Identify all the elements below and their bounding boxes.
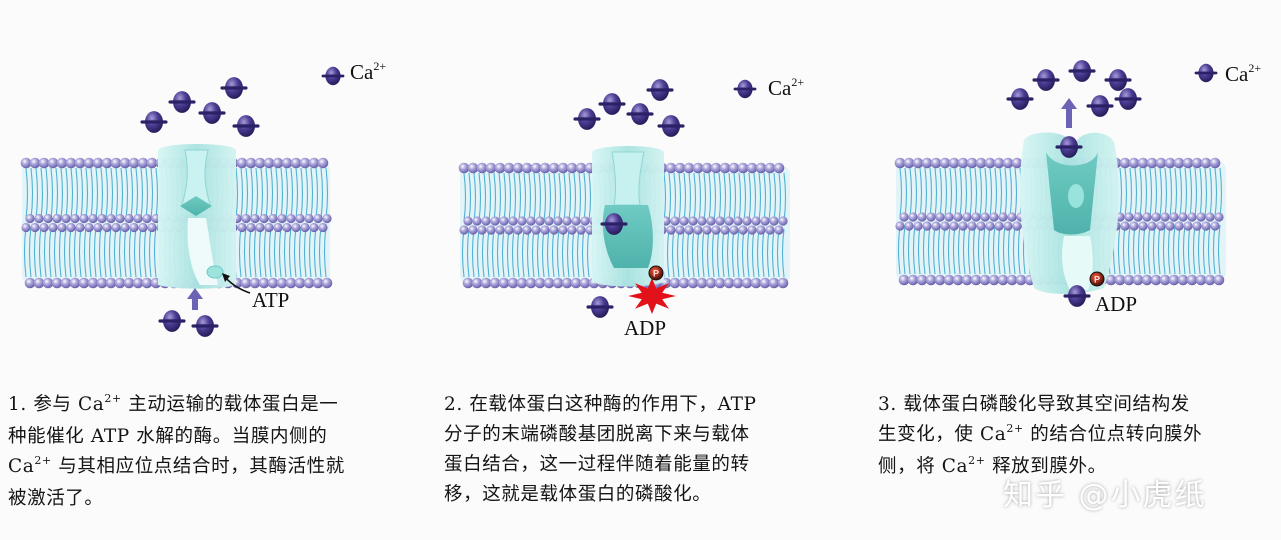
caption-line: 2. 在载体蛋白这种酶的作用下，ATP <box>444 394 757 415</box>
atp-binding-pocket <box>206 265 224 279</box>
phosphate-symbol: P <box>653 269 659 279</box>
calcium-ion-icon <box>1063 285 1091 307</box>
calcium-ion-icon <box>598 93 626 115</box>
caption-step-2: 2. 在载体蛋白这种酶的作用下，ATP 分子的末端磷酸基团脱离下来与载体 蛋白结… <box>444 390 757 510</box>
phosphate-symbol: P <box>1094 275 1100 285</box>
calcium-ion-icon <box>1114 88 1142 110</box>
uptake-arrow-1 <box>187 288 203 310</box>
atp-label: ATP <box>252 288 290 312</box>
proteins-layer <box>158 132 1119 294</box>
binding-site <box>180 196 212 216</box>
legend-ca-label-3: Ca2+ <box>1225 61 1262 86</box>
carrier-protein-2 <box>592 146 664 287</box>
calcium-ion-icon <box>626 103 654 125</box>
calcium-ion-icon <box>1104 69 1132 91</box>
calcium-ion-legend-icon <box>321 66 345 86</box>
calcium-ion-icon <box>600 213 628 235</box>
calcium-ion-icon <box>1032 69 1060 91</box>
release-arrow-3 <box>1061 98 1077 128</box>
watermark: 知乎 @小虎纸 <box>1003 478 1207 513</box>
adp-label-panel3: ADP <box>1095 292 1138 316</box>
calcium-ion-icon <box>1055 136 1083 158</box>
caption-line: 3. 载体蛋白磷酸化导致其空间结构发 <box>878 394 1190 415</box>
caption-line: 被激活了。 <box>8 488 104 509</box>
caption-line: 分子的末端磷酸基团脱离下来与载体 <box>444 424 750 445</box>
calcium-ion-icon <box>1068 60 1096 82</box>
calcium-ion-icon <box>1086 95 1114 117</box>
caption-step-1: 1. 参与 Ca2+ 主动运输的载体蛋白是一 种能催化 ATP 水解的酶。当膜内… <box>8 390 345 514</box>
phosphate-icon-panel2: P <box>648 265 664 281</box>
calcium-ion-legend-icon <box>1194 63 1218 83</box>
calcium-ion-icon <box>646 79 674 101</box>
caption-line: 1. 参与 Ca2+ 主动运输的载体蛋白是一 <box>8 392 339 415</box>
carrier-protein-1 <box>158 144 236 289</box>
calcium-ion-icon <box>220 77 248 99</box>
caption-line: 生变化，使 Ca2+ 的结合位点转向膜外 <box>878 422 1203 445</box>
calcium-ion-icon <box>158 310 186 332</box>
atp-pointer-arrowhead <box>222 273 230 282</box>
calcium-ion-icon <box>232 115 260 137</box>
carrier-protein-3 <box>1019 132 1119 294</box>
caption-line: 种能催化 ATP 水解的酶。当膜内侧的 <box>8 426 328 447</box>
calcium-ion-icon <box>573 108 601 130</box>
calcium-ion-icon <box>140 111 168 133</box>
calcium-ion-icon <box>586 296 614 318</box>
caption-line: 移，这就是载体蛋白的磷酸化。 <box>444 484 712 505</box>
phosphate-icon-panel3: P <box>1089 271 1105 287</box>
legend-ca-label-2: Ca2+ <box>768 75 805 100</box>
ions-layer <box>140 60 1218 337</box>
caption-line: 侧，将 Ca2+ 释放到膜外。 <box>878 454 1107 477</box>
calcium-ion-legend-icon <box>733 79 757 99</box>
caption-line: 蛋白结合，这一过程伴随着能量的转 <box>444 454 750 475</box>
caption-line: Ca2+ 与其相应位点结合时，其酶活性就 <box>8 454 345 477</box>
calcium-ion-icon <box>1006 88 1034 110</box>
labels-layer: PP <box>187 98 1105 314</box>
legend-ca-label-1: Ca2+ <box>350 59 387 84</box>
calcium-ion-icon <box>198 102 226 124</box>
caption-step-3: 3. 载体蛋白磷酸化导致其空间结构发 生变化，使 Ca2+ 的结合位点转向膜外 … <box>878 390 1202 484</box>
calcium-ion-icon <box>657 115 685 137</box>
adp-label-panel2: ADP <box>624 316 667 340</box>
calcium-ion-icon <box>168 91 196 113</box>
energy-release-starburst <box>628 278 676 314</box>
calcium-ion-icon <box>191 315 219 337</box>
